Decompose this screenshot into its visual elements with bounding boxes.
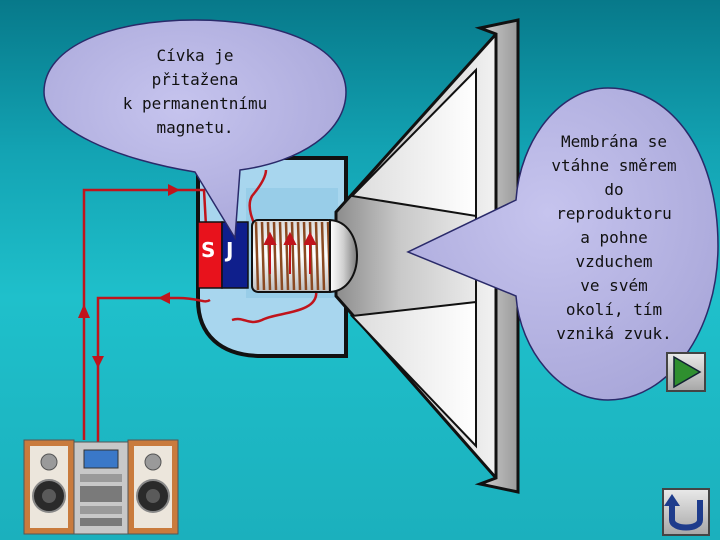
- dust-cap: [329, 218, 358, 294]
- bubble-left-line: k permanentnímu: [122, 94, 268, 113]
- bubble-left-line: přitažena: [151, 70, 239, 89]
- bubble-right-line: reproduktoru: [556, 204, 672, 223]
- bubble-right-line: vzduchem: [575, 252, 653, 271]
- back-button[interactable]: [662, 488, 710, 536]
- bubble-right-text: Membrána se vtáhne směrem do reproduktor…: [516, 130, 712, 346]
- bubble-left-line: magnetu.: [156, 118, 234, 137]
- bubble-right-line: vzniká zvuk.: [556, 324, 672, 343]
- magnet-south-label: S: [201, 238, 216, 262]
- voice-coil: [251, 218, 358, 294]
- next-button[interactable]: [666, 352, 706, 392]
- bubble-left-line: Cívka je: [156, 46, 234, 65]
- bubble-right-line: ve svém: [580, 276, 648, 295]
- bubble-right-line: do: [604, 180, 624, 199]
- current-arrows: [78, 184, 180, 368]
- bubble-right-line: a pohne: [580, 228, 648, 247]
- bubble-right-line: okolí, tím: [565, 300, 663, 319]
- stereo-system-icon: [23, 439, 179, 535]
- permanent-magnet: [197, 221, 249, 289]
- bubble-right-line: Membrána se: [561, 132, 667, 151]
- speech-bubble-right: [406, 87, 719, 401]
- magnet-north-label: J: [226, 238, 234, 262]
- bubble-right-line: vtáhne směrem: [551, 156, 677, 175]
- speech-bubble-left: [43, 19, 347, 241]
- play-triangle-icon: [673, 355, 702, 389]
- bubble-left-text: Cívka je přitažena k permanentnímu magne…: [70, 44, 320, 140]
- u-turn-arrow-icon: [664, 494, 703, 531]
